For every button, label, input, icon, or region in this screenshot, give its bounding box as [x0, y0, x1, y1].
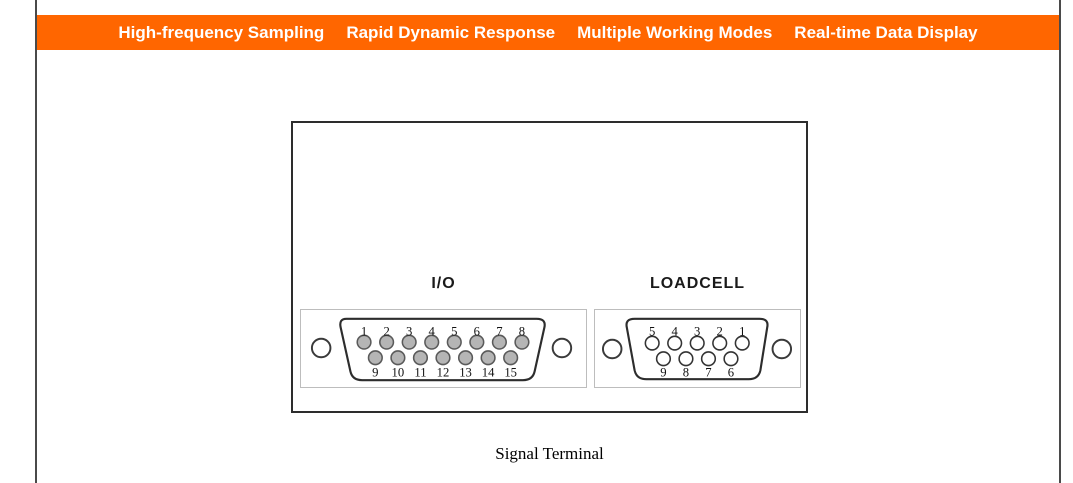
io-pin-11 [412, 350, 429, 366]
loadcell-pin-label-5: 5 [649, 324, 655, 338]
diagram-caption: Signal Terminal [495, 444, 604, 463]
loadcell-pin-7 [700, 351, 717, 367]
loadcell-connector-svg: 5 4 3 2 1 9 8 7 6 [601, 317, 793, 381]
io-pin-label-4: 4 [429, 324, 436, 338]
loadcell-connector-label: LOADCELL [649, 275, 746, 292]
io-pin-label-3: 3 [406, 324, 412, 338]
loadcell-pin-1 [734, 335, 750, 351]
io-pin-8 [514, 334, 530, 350]
io-pin-label-8: 8 [519, 324, 525, 338]
loadcell-pin-label-6: 6 [728, 365, 734, 379]
loadcell-pin-label-2: 2 [717, 324, 723, 338]
io-dsub-shell [339, 317, 546, 382]
loadcell-pin-label-8: 8 [683, 365, 689, 379]
io-pin-10 [390, 350, 406, 366]
loadcell-pin-9 [655, 351, 672, 367]
loadcell-pin-4 [667, 335, 683, 351]
loadcell-pin-3 [689, 335, 705, 351]
banner-item-multiple-working-modes: Multiple Working Modes [577, 22, 773, 42]
io-pin-label-14: 14 [482, 365, 495, 379]
io-pin-15 [503, 350, 519, 366]
loadcell-pin-2 [712, 335, 728, 351]
io-pin-3 [401, 334, 417, 350]
banner-item-real-time-data-display: Real-time Data Display [794, 22, 978, 42]
io-pin-label-2: 2 [383, 324, 389, 338]
io-pin-label-12: 12 [437, 365, 450, 379]
loadcell-pin-5 [644, 335, 660, 351]
io-pin-label-1: 1 [361, 324, 367, 338]
io-pin-label-13: 13 [459, 365, 472, 379]
loadcell-pin-label-1: 1 [739, 324, 745, 338]
banner-item-rapid-dynamic-response: Rapid Dynamic Response [346, 22, 556, 42]
io-pin-13 [457, 350, 474, 366]
io-pin-1 [356, 334, 372, 350]
io-pin-7 [491, 334, 507, 350]
loadcell-pin-label-9: 9 [660, 365, 666, 379]
io-pin-label-6: 6 [474, 324, 480, 338]
page-border-left [35, 0, 37, 483]
io-pin-14 [480, 350, 496, 366]
loadcell-connector-plate: 5 4 3 2 1 9 8 7 6 [594, 309, 801, 388]
io-pin-12 [435, 350, 451, 366]
io-mount-hole-right [551, 337, 573, 359]
loadcell-pin-8 [678, 351, 694, 367]
feature-banner: High-frequency Sampling Rapid Dynamic Re… [37, 15, 1059, 50]
loadcell-pin-label-4: 4 [672, 324, 679, 338]
io-pin-9 [367, 350, 383, 366]
loadcell-mount-hole-right [771, 338, 793, 360]
io-mount-hole-left [310, 337, 332, 359]
io-pin-5 [446, 334, 462, 350]
io-pin-4 [424, 334, 440, 350]
io-pin-label-7: 7 [496, 324, 502, 338]
io-pin-6 [469, 334, 485, 350]
banner-item-high-frequency-sampling: High-frequency Sampling [118, 22, 325, 42]
loadcell-pin-label-3: 3 [694, 324, 700, 338]
io-pin-label-5: 5 [451, 324, 457, 338]
page-border-right [1059, 0, 1061, 483]
io-pin-label-15: 15 [504, 365, 517, 379]
io-pin-2 [379, 334, 395, 350]
io-connector-label: I/O [431, 275, 456, 292]
io-pin-label-11: 11 [414, 365, 426, 379]
io-pin-label-9: 9 [372, 365, 378, 379]
loadcell-pin-label-7: 7 [705, 365, 711, 379]
loadcell-mount-hole-left [601, 338, 623, 360]
loadcell-pin-6 [723, 351, 739, 367]
io-pin-label-10: 10 [392, 365, 405, 379]
